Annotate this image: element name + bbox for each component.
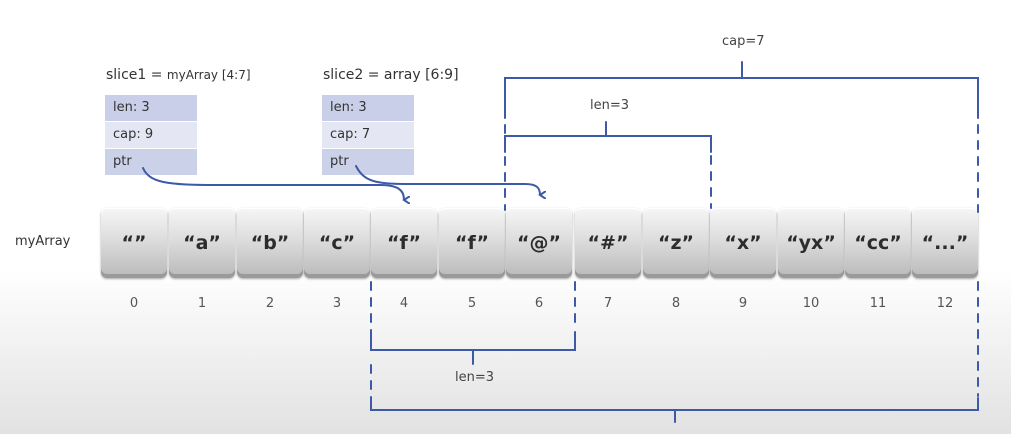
- array-index-0: 0: [129, 296, 139, 311]
- slice2-cap-field: cap: 7: [322, 122, 414, 148]
- slice1-len-label: len=3: [455, 370, 495, 385]
- array-index-6: 6: [534, 296, 544, 311]
- slice1-ptr-arrow: [142, 167, 404, 200]
- slice1-cap-bracket: [370, 397, 979, 411]
- slice1-ptr-field: ptr: [105, 149, 197, 175]
- slice2-len-bracket: [504, 135, 712, 153]
- slice1-header-struct: len: 3 cap: 9 ptr: [105, 95, 197, 177]
- slice1-title-prefix: slice1 =: [106, 67, 167, 83]
- array-index-7: 7: [603, 296, 613, 311]
- array-index-11: 11: [869, 296, 887, 311]
- array-element-0: “”: [101, 208, 167, 278]
- array-element-11: “cc”: [845, 208, 911, 278]
- slice2-header-struct: len: 3 cap: 7 ptr: [322, 95, 414, 177]
- array-element-7: “#”: [575, 208, 641, 278]
- slice1-len-field: len: 3: [105, 95, 197, 121]
- array-element-9: “x”: [710, 208, 776, 278]
- array-label: myArray: [15, 234, 71, 249]
- slice2-len-field: len: 3: [322, 95, 414, 121]
- array-index-10: 10: [802, 296, 820, 311]
- array-index-8: 8: [671, 296, 681, 311]
- array-element-1: “a”: [169, 208, 235, 278]
- slice1-title-array: myArray [4:7]: [166, 68, 251, 82]
- array-index-9: 9: [738, 296, 748, 311]
- array-element-5: “f”: [439, 208, 505, 278]
- array-index-1: 1: [197, 296, 207, 311]
- slice2-ptr-field: ptr: [322, 149, 414, 175]
- array-element-8: “z”: [643, 208, 709, 278]
- array-index-5: 5: [467, 296, 477, 311]
- slice2-title: slice2 = array [6:9]: [323, 67, 459, 83]
- slice1-title: slice1 = myArray [4:7]: [106, 67, 251, 83]
- array-element-10: “yx”: [778, 208, 844, 278]
- slice1-len-bracket: [370, 331, 576, 351]
- array-element-6: “@”: [506, 208, 572, 278]
- array-index-12: 12: [936, 296, 954, 311]
- slice2-cap-bracket: [504, 77, 979, 119]
- array-index-3: 3: [332, 296, 342, 311]
- array-element-3: “c”: [304, 208, 370, 278]
- array-index-4: 4: [399, 296, 409, 311]
- slice2-len-label: len=3: [590, 98, 630, 113]
- slice2-cap-label: cap=7: [722, 34, 765, 49]
- array-element-12: “...”: [912, 208, 978, 278]
- slice2-ptr-arrow: [355, 165, 540, 195]
- array-element-2: “b”: [237, 208, 303, 278]
- slice1-cap-field: cap: 9: [105, 122, 197, 148]
- array-index-2: 2: [265, 296, 275, 311]
- array-element-4: “f”: [371, 208, 437, 278]
